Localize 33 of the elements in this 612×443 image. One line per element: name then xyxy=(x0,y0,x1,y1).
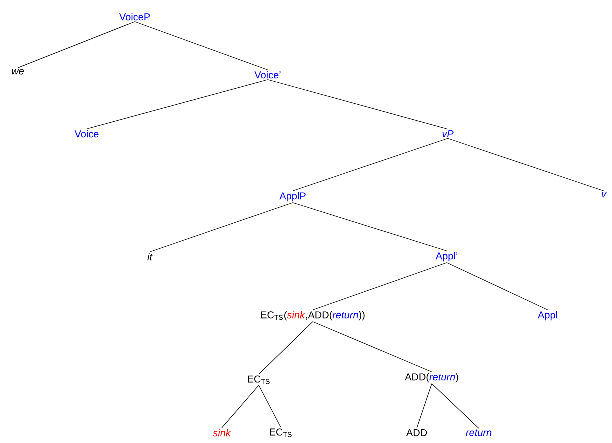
tree-label: ApplP xyxy=(280,192,306,202)
tree-branch xyxy=(134,22,268,70)
tree-branch xyxy=(268,80,448,130)
tree-branch xyxy=(448,138,604,192)
tree-label: VoiceP xyxy=(120,13,150,21)
tree-label: vP xyxy=(442,130,454,138)
tree-label: Voice’ xyxy=(254,71,281,79)
tree-label: EC$_{TS}$(sink,ADD(return)) xyxy=(261,311,365,321)
tree-label: Appl xyxy=(538,311,558,321)
tree-branch xyxy=(446,262,548,310)
tree-label: EC$_{TS}$ xyxy=(248,376,270,384)
tree-branch xyxy=(312,322,432,372)
tree-label: Voice xyxy=(74,130,99,138)
tree-branch xyxy=(312,262,448,310)
tree-branch xyxy=(292,202,448,252)
tree-label: we xyxy=(12,69,24,75)
tree-label: ADD xyxy=(406,430,428,436)
tree-branch xyxy=(258,322,314,375)
tree-branch xyxy=(18,22,136,68)
tree-label: Appl’ xyxy=(436,252,458,262)
tree-label: EC$_{TS}$ xyxy=(270,428,292,438)
tree-branch xyxy=(222,385,260,428)
tree-branch xyxy=(150,202,294,252)
tree-label: v xyxy=(602,192,607,198)
tree-branch xyxy=(292,138,448,192)
tree-label: return xyxy=(466,430,492,436)
tree-label: ADD(return) xyxy=(405,373,458,383)
tree-branch xyxy=(432,384,480,429)
tree-label: sink xyxy=(213,429,232,437)
tree-branch xyxy=(86,80,268,130)
tree-branch xyxy=(258,385,282,428)
tree-label: it xyxy=(148,253,153,261)
tree-branch xyxy=(416,384,432,429)
